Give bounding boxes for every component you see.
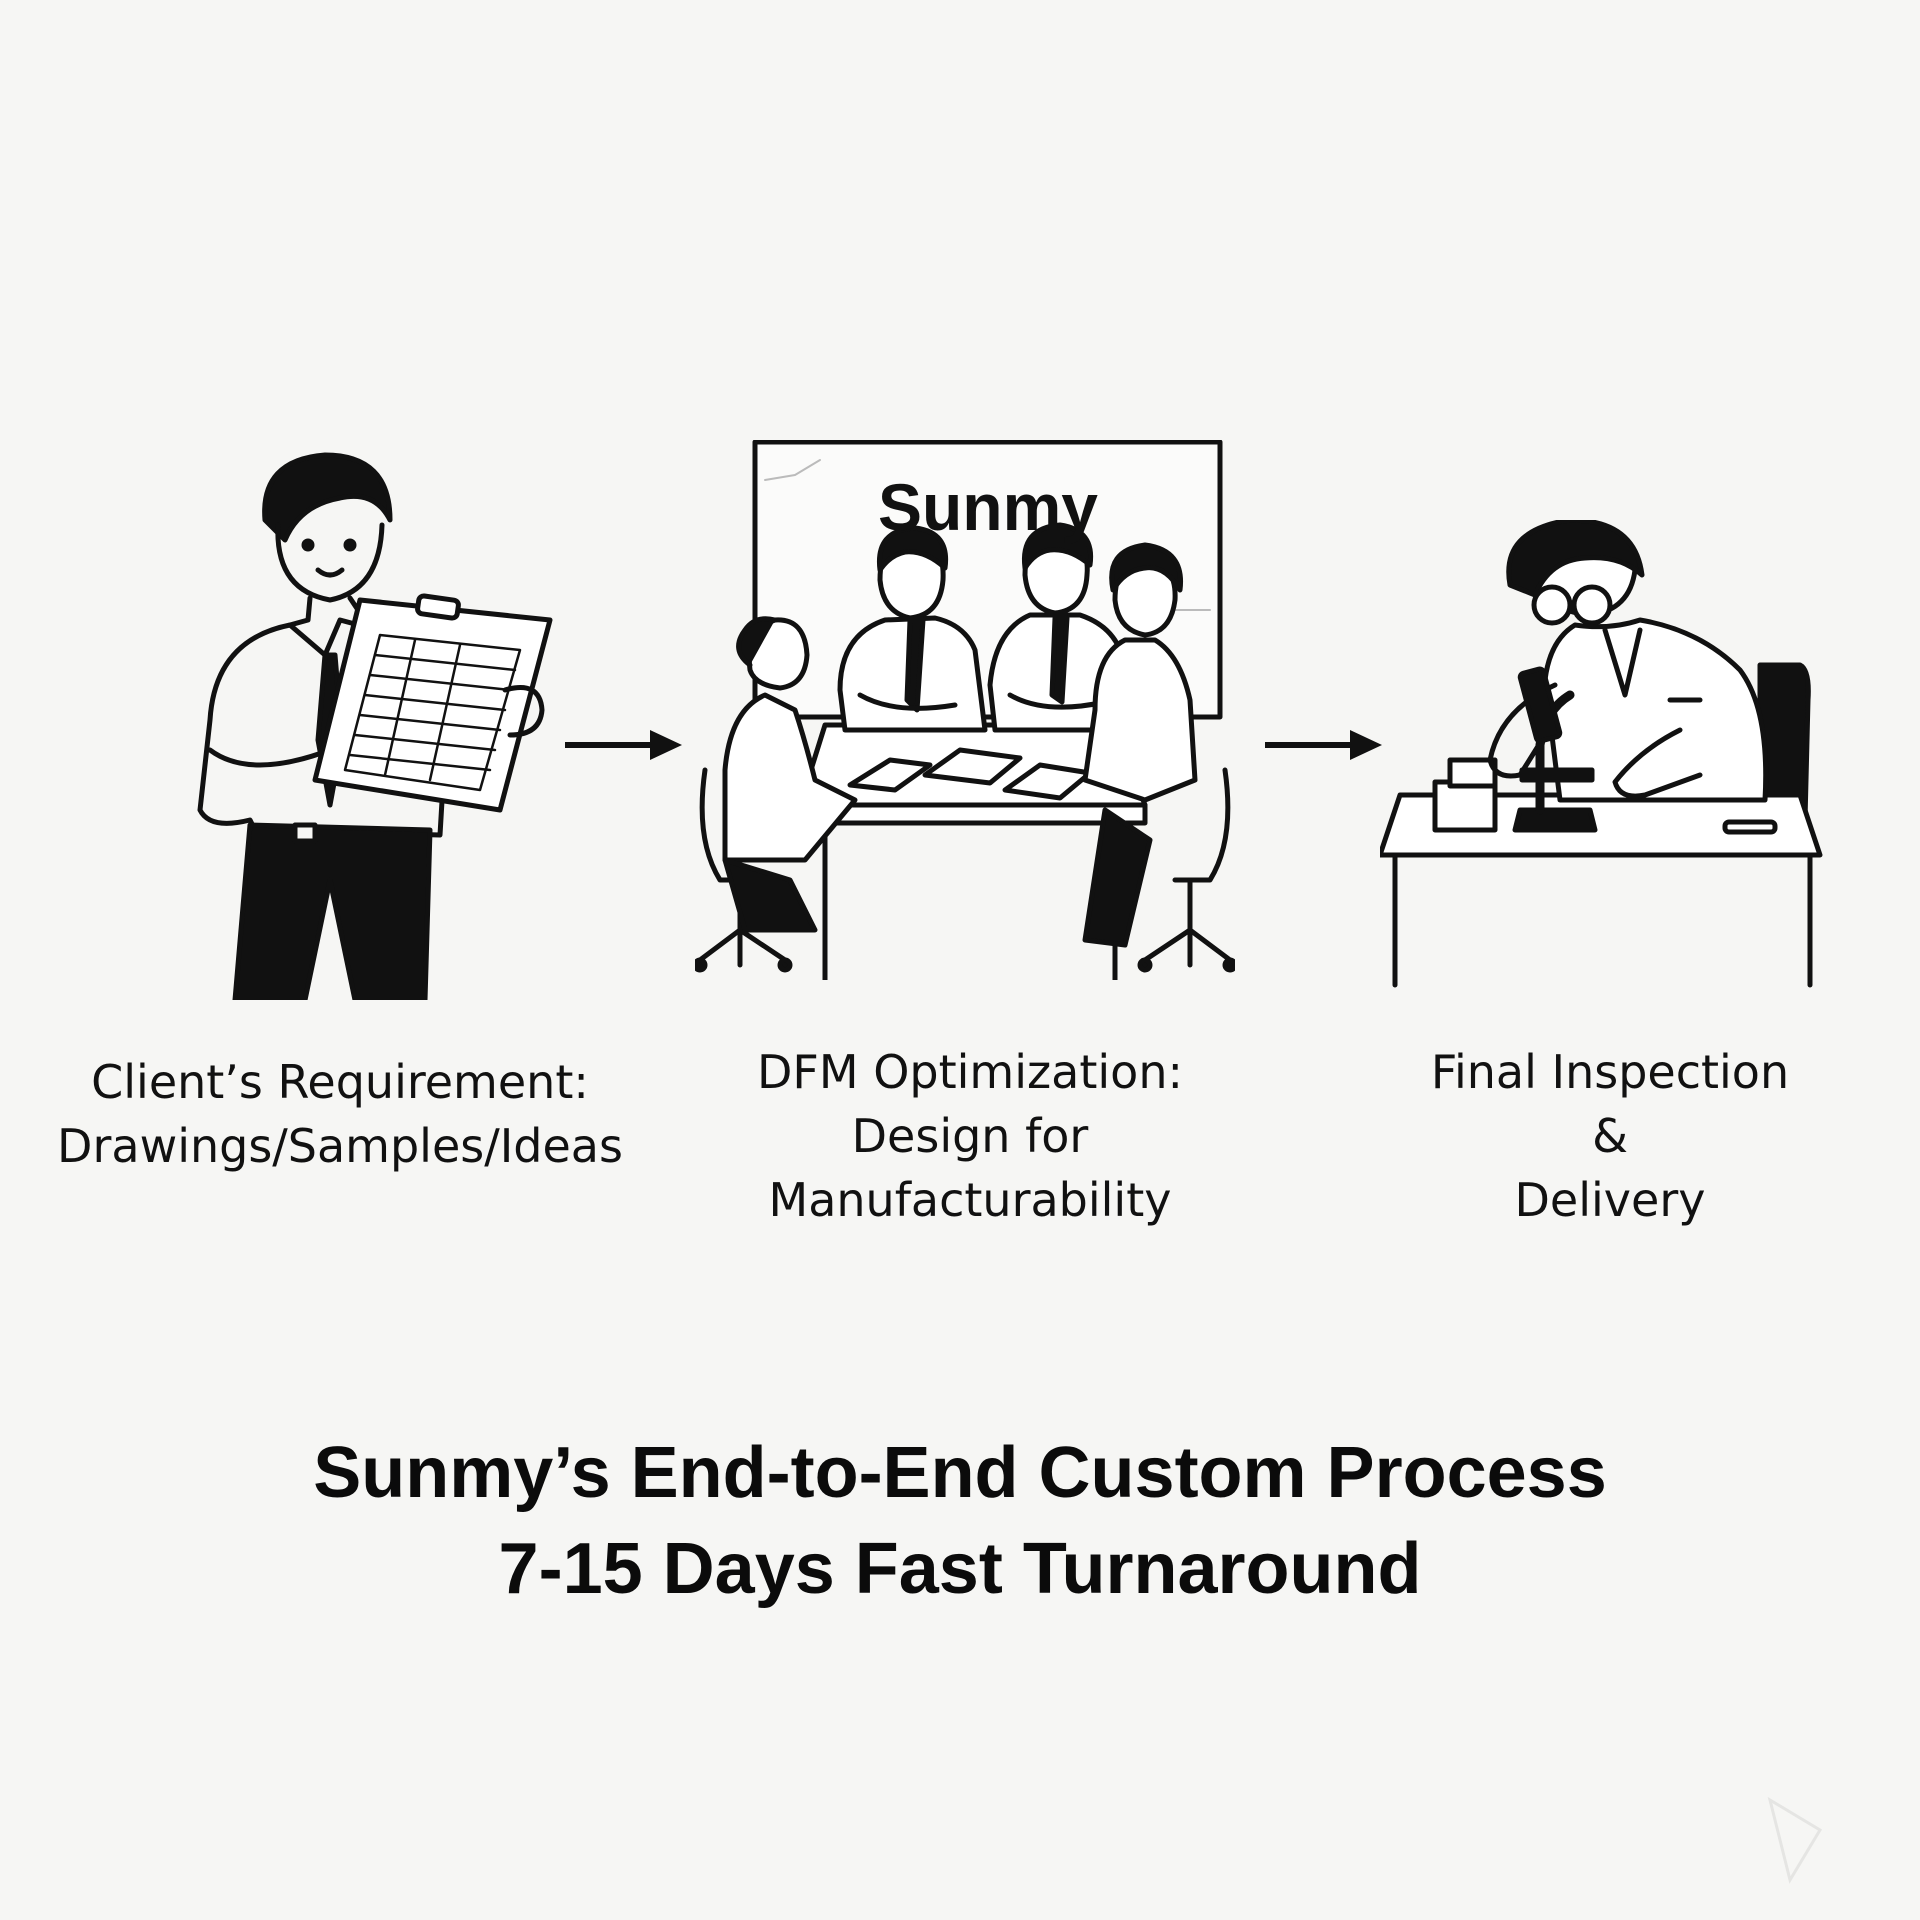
client-with-clipboard-icon [197, 452, 553, 1000]
caption-line: Design for [851, 1109, 1089, 1163]
arrow-right-icon [565, 730, 682, 760]
caption-line: DFM Optimization: [757, 1045, 1183, 1099]
title-line-2: 7-15 Days Fast Turnaround [498, 1529, 1422, 1609]
caption-line: Drawings/Samples/Ideas [57, 1119, 623, 1173]
team-meeting-icon: Sunmy [695, 440, 1235, 980]
caption-line: Client’s Requirement: [91, 1055, 589, 1109]
watermark-icon [1767, 1796, 1823, 1884]
arrow-right-icon [1265, 730, 1382, 760]
caption-line: & [1592, 1109, 1628, 1163]
step-1-caption: Client’s Requirement: Drawings/Samples/I… [0, 1050, 680, 1178]
page-title: Sunmy’s End-to-End Custom Process 7-15 D… [0, 1425, 1920, 1617]
caption-line: Final Inspection [1430, 1045, 1790, 1099]
caption-line: Delivery [1514, 1173, 1706, 1227]
inspector-with-microscope-icon [1380, 520, 1823, 988]
title-line-1: Sunmy’s End-to-End Custom Process [313, 1433, 1607, 1513]
caption-line: Manufacturability [768, 1173, 1172, 1227]
board-logo: Sunmy [878, 470, 1098, 544]
step-2-caption: DFM Optimization: Design for Manufactura… [640, 1040, 1300, 1232]
step-3-caption: Final Inspection & Delivery [1300, 1040, 1920, 1232]
